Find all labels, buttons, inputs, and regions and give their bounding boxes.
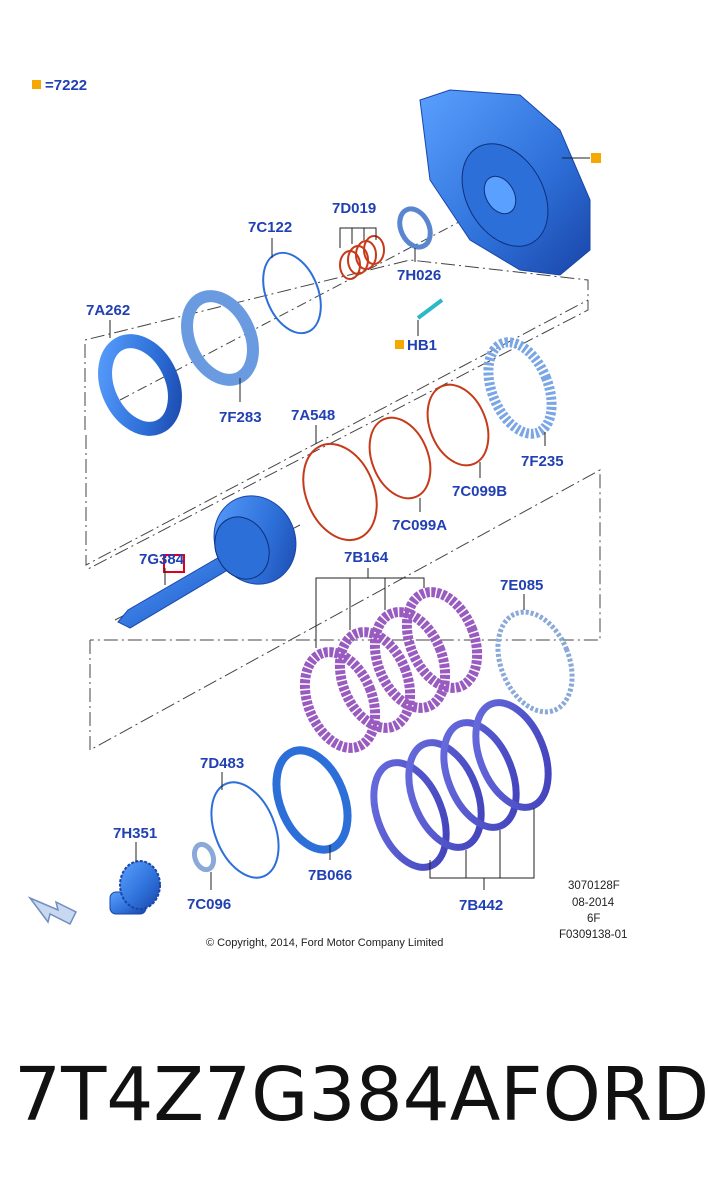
label-7A262: 7A262 <box>86 302 130 319</box>
code-line-3: 6F <box>587 913 600 925</box>
label-7D483: 7D483 <box>200 755 244 772</box>
leader-7B442 <box>429 808 535 890</box>
part-7C122-snap-ring <box>262 251 322 335</box>
leader-7B164 <box>315 568 425 648</box>
part-7B066-plate <box>272 746 352 854</box>
label-7D019: 7D019 <box>332 200 376 217</box>
part-7A262-ring <box>98 334 182 436</box>
part-7D483-snap-ring <box>210 781 280 879</box>
label-7C099B: 7C099B <box>452 483 507 500</box>
title-row: 7T4Z7G384A FORD <box>0 1040 708 1180</box>
part-7B442-steel-plates <box>370 699 552 871</box>
label-7H026: 7H026 <box>397 267 441 284</box>
copyright-text: © Copyright, 2014, Ford Motor Company Li… <box>206 937 443 949</box>
code-line-2: 08-2014 <box>572 897 615 909</box>
leader-7D019 <box>339 227 377 248</box>
marker-square-icon <box>32 80 41 89</box>
label-7B066: 7B066 <box>308 867 352 884</box>
part-7F283-ring <box>181 290 259 386</box>
part-number: 7T4Z7G384A <box>14 1052 501 1138</box>
marker-square-icon <box>591 153 601 163</box>
label-7A548: 7A548 <box>291 407 335 424</box>
part-7B164-friction-plates <box>299 587 483 753</box>
brand-name: FORD <box>500 1052 708 1138</box>
part-7D019-springs <box>339 235 385 280</box>
label-7G384: 7G384 <box>139 551 185 568</box>
assembly-guide-lines <box>84 259 601 751</box>
label-7C122: 7C122 <box>248 219 292 236</box>
direction-arrow-icon <box>27 896 78 926</box>
label-7C096: 7C096 <box>187 896 231 913</box>
label-7F235: 7F235 <box>521 453 564 470</box>
legend-text: =7222 <box>45 77 87 94</box>
part-HB1-bolt <box>416 298 444 320</box>
part-7F235-roller-clutch <box>483 337 557 439</box>
legend: =7222 <box>32 77 87 94</box>
part-7C096-washer <box>191 841 217 873</box>
label-7B442: 7B442 <box>459 897 503 914</box>
highlight-box <box>163 554 185 573</box>
label-7F283: 7F283 <box>219 409 262 426</box>
part-7C099B-seal <box>426 383 490 467</box>
part-7H351-gear <box>109 860 161 915</box>
part-7H026-washer <box>397 206 433 250</box>
label-7H351: 7H351 <box>113 825 157 842</box>
label-7E085: 7E085 <box>500 577 543 594</box>
exploded-parts-diagram: =7222 7D019 7H026 7C122 H <box>27 77 627 949</box>
part-7G384-shaft <box>117 495 297 629</box>
part-7A548-seal <box>302 442 378 542</box>
label-HB1: HB1 <box>407 337 437 354</box>
label-7C099A: 7C099A <box>392 517 447 534</box>
marker-square-icon <box>395 340 404 349</box>
code-line-4: F0309138-01 <box>559 929 627 941</box>
housing-part <box>419 89 601 276</box>
part-7E085-plate <box>495 609 575 715</box>
code-line-1: 3070128F <box>568 880 620 892</box>
label-7B164: 7B164 <box>344 549 389 566</box>
part-7C099A-seal <box>368 416 432 500</box>
